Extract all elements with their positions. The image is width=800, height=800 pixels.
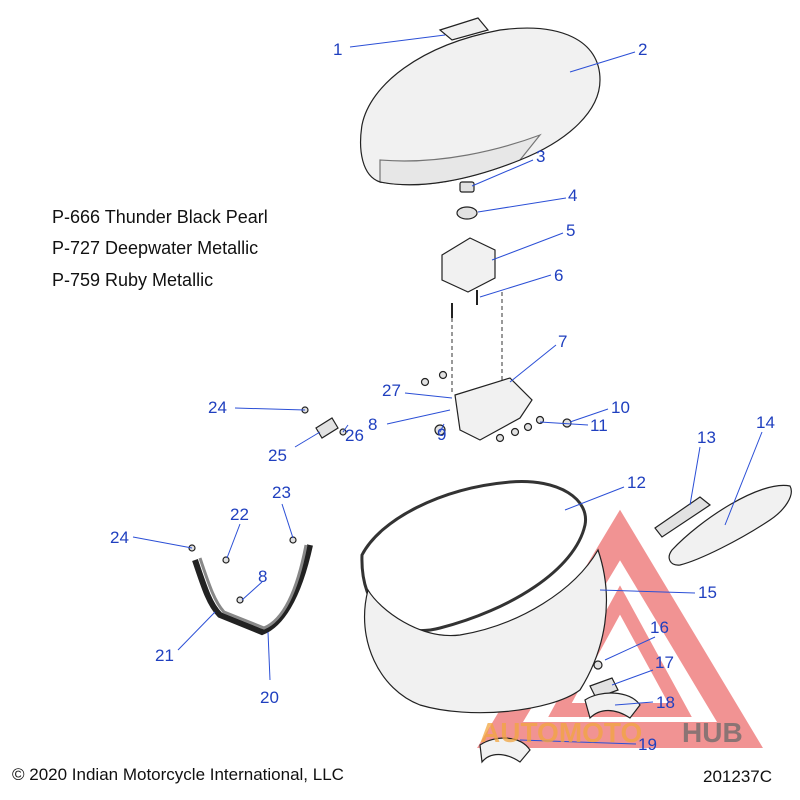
part-2-lid-edge	[379, 133, 542, 186]
part-22-screw	[222, 556, 230, 564]
part-4-grommet	[456, 206, 478, 220]
part-21-rail	[192, 544, 313, 636]
paint-code-2: P-727 Deepwater Metallic	[52, 238, 259, 258]
callout-17: 17	[655, 653, 674, 672]
callout-14: 14	[756, 413, 775, 432]
part-11-nuts	[495, 415, 545, 443]
part-18-bracket	[584, 692, 641, 720]
part-25-bracket	[315, 417, 339, 439]
callout-25: 25	[268, 446, 287, 465]
part-20-rail	[198, 544, 308, 630]
part-27-nuts	[420, 370, 448, 387]
callout-24-lower: 24	[110, 528, 129, 547]
callout-24: 24	[208, 398, 227, 417]
watermark-text-a: AUTOMOTO	[480, 717, 642, 748]
callout-11: 11	[590, 416, 608, 435]
callout-9: 9	[437, 425, 446, 444]
callout-26: 26	[345, 426, 364, 445]
part-16-bolt	[593, 660, 603, 670]
callout-23: 23	[272, 483, 291, 502]
part-17-plate	[589, 677, 619, 699]
part-14-trim-cover	[668, 484, 792, 566]
callout-8-lower: 8	[258, 567, 267, 586]
part-10-nut	[562, 418, 572, 428]
callout-13: 13	[697, 428, 716, 447]
callout-16: 16	[650, 618, 669, 637]
callout-3: 3	[536, 147, 545, 166]
callout-10: 10	[611, 398, 630, 417]
callout-labels: 1 2 3 4 5 6 7 8 9 10 11 12 13 14 15 16 1…	[110, 40, 775, 754]
callout-27: 27	[382, 381, 401, 400]
callout-21: 21	[155, 646, 174, 665]
part-13-trim-bracket	[654, 496, 712, 538]
callout-8: 8	[368, 415, 377, 434]
callout-6: 6	[554, 266, 563, 285]
callout-15: 15	[698, 583, 717, 602]
copyright: © 2020 Indian Motorcycle International, …	[12, 765, 344, 784]
part-15-saddlebag	[364, 548, 607, 714]
diagram-id: 201237C	[703, 767, 773, 786]
part-8-screw-b	[236, 596, 244, 604]
part-1-cap	[438, 17, 490, 41]
callout-19: 19	[638, 735, 657, 754]
callout-18: 18	[656, 693, 675, 712]
callout-5: 5	[566, 221, 575, 240]
callout-12: 12	[627, 473, 646, 492]
callout-7: 7	[558, 332, 567, 351]
watermark-text-b: HUB	[682, 717, 743, 748]
part-19-bracket	[479, 737, 531, 764]
callout-22: 22	[230, 505, 249, 524]
callout-2: 2	[638, 40, 647, 59]
paint-code-3: P-759 Ruby Metallic	[52, 270, 214, 290]
watermark-text: AUTOMOTO HUB	[480, 717, 743, 748]
callout-20: 20	[260, 688, 279, 707]
part-7-bracket	[454, 377, 533, 441]
paint-code-1: P-666 Thunder Black Pearl	[52, 207, 268, 227]
part-5-hinge	[441, 237, 496, 293]
part-3-bolt	[459, 181, 475, 193]
leader-lines	[132, 34, 763, 745]
callout-4: 4	[568, 186, 577, 205]
callout-1: 1	[333, 40, 342, 59]
